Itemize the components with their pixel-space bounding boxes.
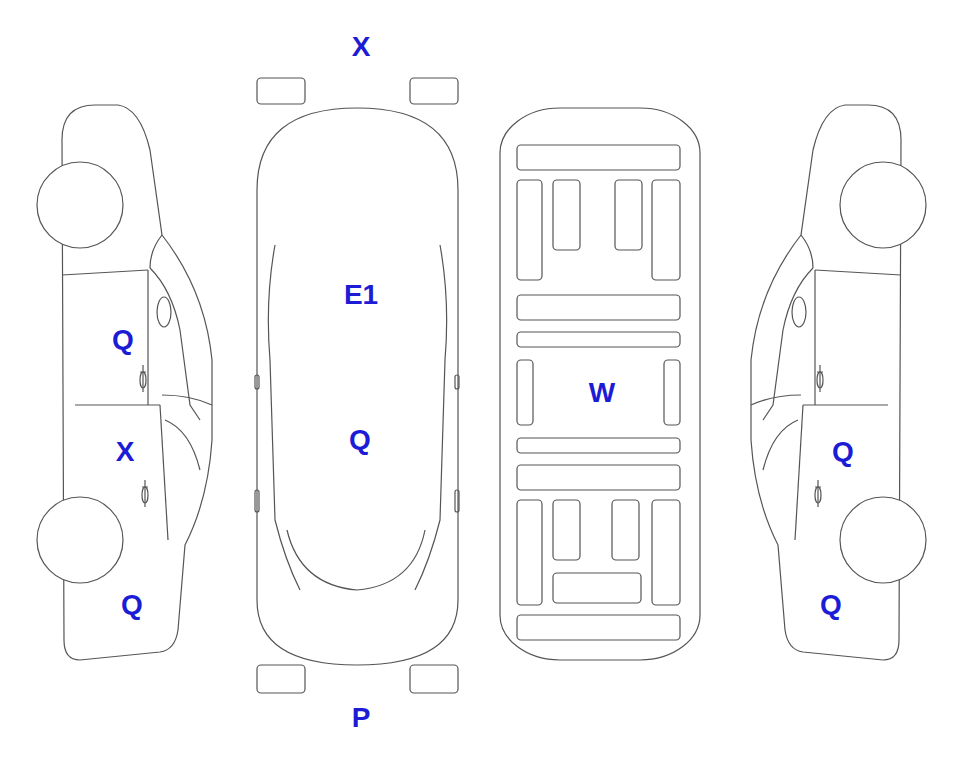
panel-fill: [287, 343, 425, 531]
damage-code: Q: [820, 591, 842, 619]
panel-shape: [793, 403, 890, 543]
damage-code: P: [352, 704, 371, 732]
damage-panel: X: [255, 36, 459, 72]
damage-code: X: [116, 438, 135, 466]
panel-fill: [795, 405, 888, 540]
damage-panel: Q: [60, 266, 162, 408]
underside-view: [500, 108, 700, 660]
panel-shape: [68, 508, 178, 663]
panel-fill: [275, 239, 440, 346]
damage-panel: Q: [68, 508, 178, 663]
damage-panel: P: [255, 702, 459, 734]
panel-fill: [75, 405, 166, 510]
damage-code: Q: [112, 326, 134, 354]
damage-panel: W: [536, 351, 660, 432]
top-view: [257, 108, 458, 665]
damage-panel: Q: [793, 403, 890, 543]
damage-code: E1: [344, 281, 378, 309]
damage-panel: Q: [285, 338, 427, 533]
panel-fill: [538, 353, 658, 430]
damage-panel: E1: [273, 230, 443, 348]
damage-code: Q: [349, 426, 371, 454]
damage-panel: Q: [771, 538, 890, 648]
side-view: [37, 105, 212, 660]
damage-code: Q: [121, 591, 143, 619]
damage-code: Q: [832, 438, 854, 466]
panel-fill: [70, 510, 175, 660]
panel-fill: [773, 540, 888, 645]
panel-shape: [60, 266, 162, 408]
damage-code: X: [352, 33, 371, 61]
panel-fill: [75, 270, 160, 405]
panel-fill: [257, 704, 457, 732]
damage-code: W: [589, 379, 615, 407]
damage-panel: X: [73, 403, 168, 513]
